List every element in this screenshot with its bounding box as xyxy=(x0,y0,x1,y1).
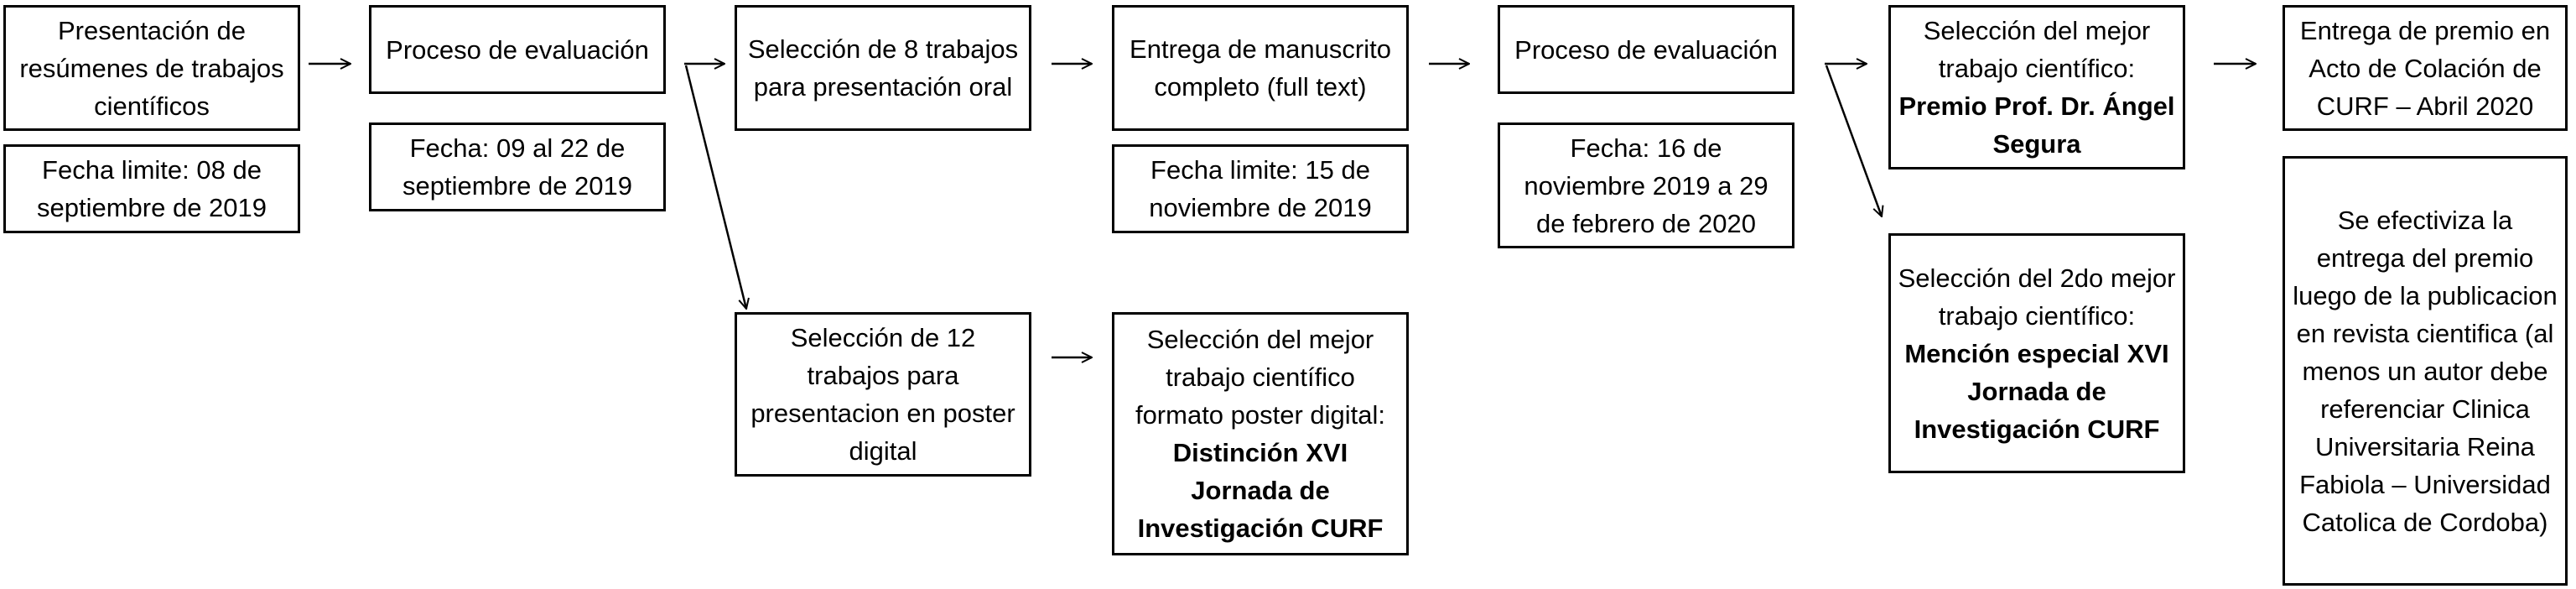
box-text: Selección de 12 trabajos para presentaci… xyxy=(750,323,1015,466)
box-text: Fecha limite: 15 de noviembre de 2019 xyxy=(1149,155,1372,222)
box-proceso-evaluacion-2: Proceso de evaluación xyxy=(1498,5,1794,94)
box-entrega-manuscrito: Entrega de manuscrito completo (full tex… xyxy=(1112,5,1409,131)
arrow xyxy=(1825,65,1882,216)
box-text: Selección del mejor trabajo científico f… xyxy=(1135,325,1386,430)
box-text: Fecha limite: 08 de septiembre de 2019 xyxy=(36,155,267,222)
box-seleccion-12: Selección de 12 trabajos para presentaci… xyxy=(735,312,1031,477)
box-text: Proceso de evaluación xyxy=(1514,34,1778,65)
box-text: Entrega de premio en Acto de Colación de… xyxy=(2299,15,2551,121)
box-mejor-poster: Selección del mejor trabajo científico f… xyxy=(1112,312,1409,555)
box-text: Selección de 8 trabajos para presentació… xyxy=(747,34,1019,102)
box-text: Entrega de manuscrito completo (full tex… xyxy=(1130,34,1391,102)
box-text: Selección del mejor trabajo científico: xyxy=(1923,16,2151,83)
box-proceso-evaluacion-1: Proceso de evaluación xyxy=(369,5,666,94)
box-fecha-limite-2: Fecha limite: 15 de noviembre de 2019 xyxy=(1112,144,1409,233)
box-mejor-trabajo: Selección del mejor trabajo científico: P… xyxy=(1888,5,2185,169)
box-fecha-evaluacion-1: Fecha: 09 al 22 de septiembre de 2019 xyxy=(369,122,666,211)
box-text: Se efectiviza la entrega del premio lueg… xyxy=(2293,205,2558,537)
box-bold-text: Distinción XVI Jornada de Investigación … xyxy=(1137,438,1384,543)
box-bold-text: Premio Prof. Dr. Ángel Segura xyxy=(1898,91,2175,159)
box-efectiviza-premio: Se efectiviza la entrega del premio lueg… xyxy=(2283,156,2568,586)
box-text: Fecha: 16 de noviembre 2019 a 29 de febr… xyxy=(1524,133,1768,238)
box-segundo-trabajo: Selección del 2do mejor trabajo científi… xyxy=(1888,233,2185,473)
box-text: Fecha: 09 al 22 de septiembre de 2019 xyxy=(402,133,633,201)
box-text: Proceso de evaluación xyxy=(386,34,649,65)
box-bold-text: Mención especial XVI Jornada de Investig… xyxy=(1904,338,2169,444)
box-seleccion-8: Selección de 8 trabajos para presentació… xyxy=(735,5,1031,131)
box-presentacion-resumenes: Presentación de resúmenes de trabajos ci… xyxy=(3,5,300,131)
box-text: Selección del 2do mejor trabajo científi… xyxy=(1898,263,2176,331)
arrow xyxy=(684,65,746,309)
box-entrega-premio: Entrega de premio en Acto de Colación de… xyxy=(2283,5,2568,131)
box-fecha-evaluacion-2: Fecha: 16 de noviembre 2019 a 29 de febr… xyxy=(1498,122,1794,248)
box-text: Presentación de resúmenes de trabajos ci… xyxy=(19,15,284,121)
box-fecha-limite-1: Fecha limite: 08 de septiembre de 2019 xyxy=(3,144,300,233)
